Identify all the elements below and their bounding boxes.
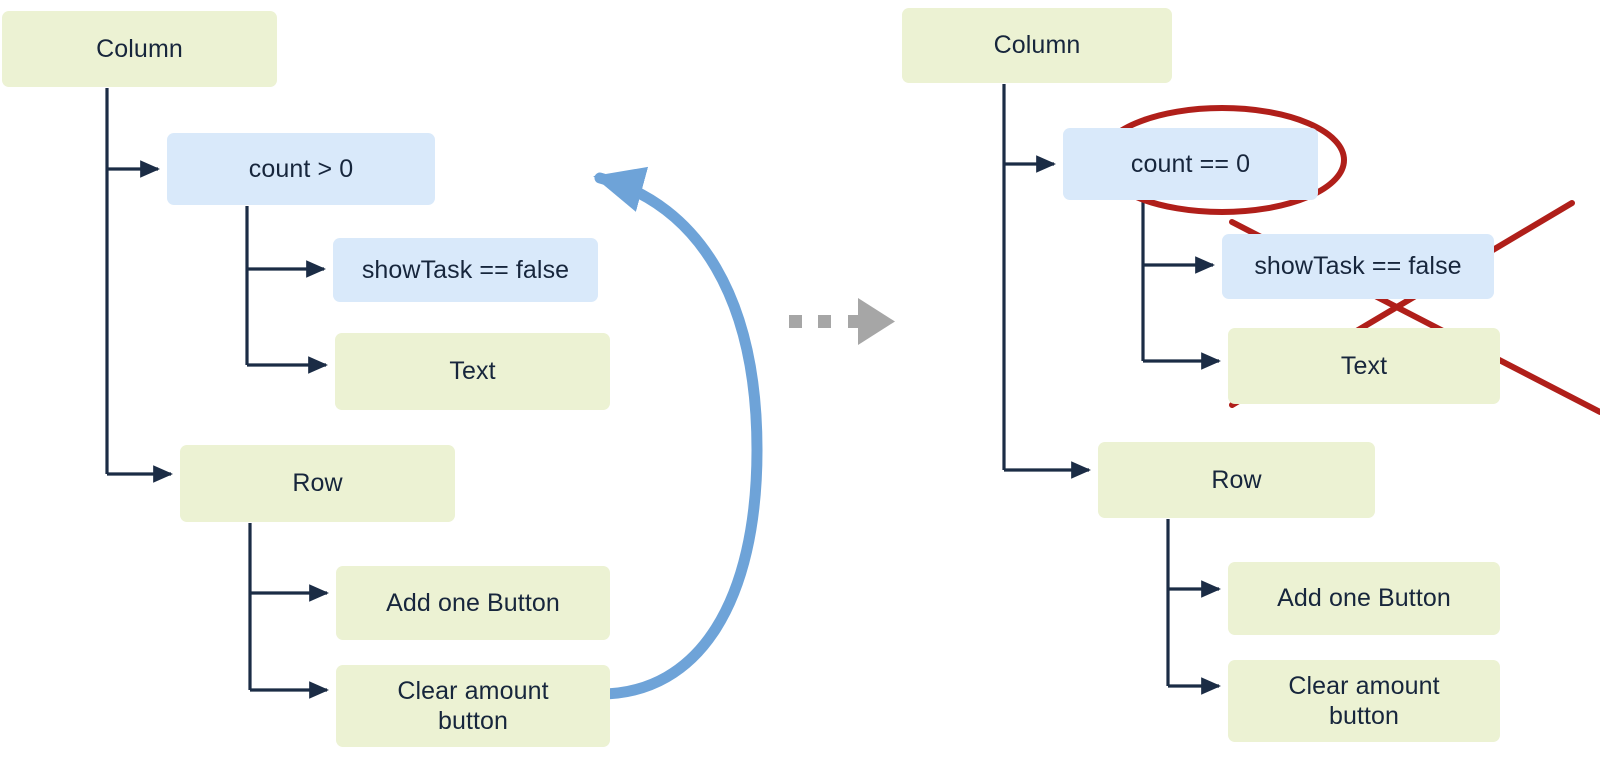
after-node-showtask-condition[interactable]: showTask == false <box>1222 234 1494 299</box>
before-node-count-condition[interactable]: count > 0 <box>167 133 435 205</box>
before-node-column[interactable]: Column <box>2 11 277 87</box>
transition-dash-1 <box>789 315 802 328</box>
transition-arrowhead <box>858 298 895 345</box>
node-label: Add one Button <box>386 588 560 617</box>
node-label: showTask == false <box>1254 252 1462 281</box>
loop-arrow-clear-to-condition <box>593 166 763 700</box>
after-node-count-condition[interactable]: count == 0 <box>1063 128 1318 200</box>
node-label: Add one Button <box>1277 584 1451 613</box>
before-node-row[interactable]: Row <box>180 445 455 522</box>
node-label: Text <box>1340 351 1388 380</box>
after-node-add-one-button[interactable]: Add one Button <box>1228 562 1500 635</box>
node-label: Column <box>993 31 1081 60</box>
connector-group-before <box>105 88 329 699</box>
state-transition-arrow <box>789 298 895 345</box>
node-label: Text <box>449 357 496 386</box>
node-label: count > 0 <box>248 154 354 183</box>
before-node-showtask-condition[interactable]: showTask == false <box>333 238 598 302</box>
before-node-text[interactable]: Text <box>335 333 610 410</box>
after-node-column[interactable]: Column <box>902 8 1172 83</box>
node-label: Column <box>96 34 183 63</box>
node-label: showTask == false <box>361 255 570 284</box>
before-node-add-one-button[interactable]: Add one Button <box>336 566 610 640</box>
after-node-row[interactable]: Row <box>1098 442 1375 518</box>
transition-dash-2 <box>818 315 831 328</box>
node-label: Row <box>1211 465 1262 494</box>
connector-group-after <box>1002 84 1221 695</box>
after-node-text[interactable]: Text <box>1228 328 1500 404</box>
node-label: Row <box>292 469 343 498</box>
node-label: count == 0 <box>1130 149 1251 178</box>
